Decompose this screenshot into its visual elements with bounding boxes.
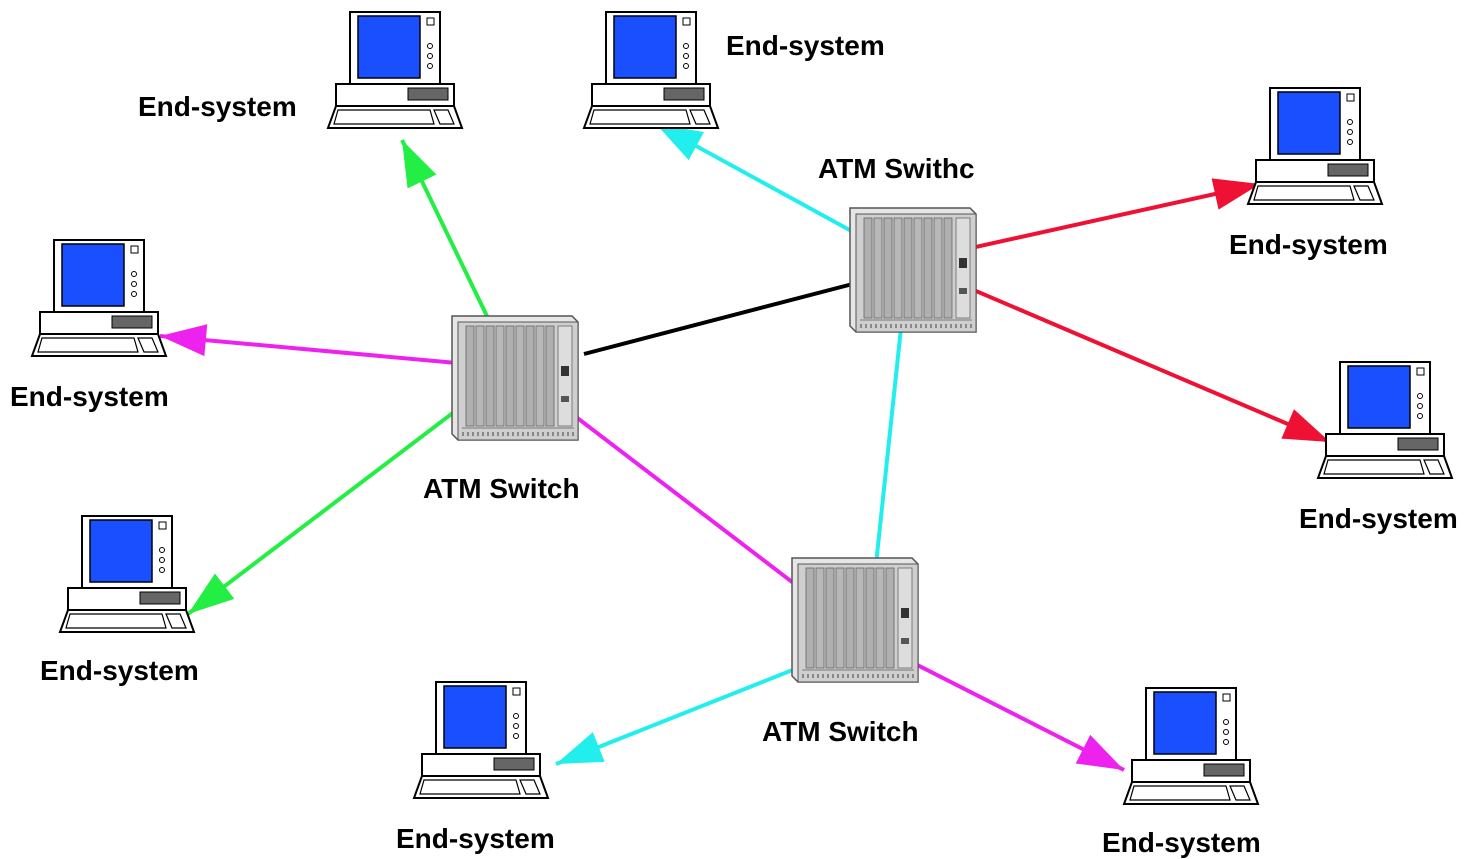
atm-switch-top [848, 206, 978, 334]
green-link-to-left-bottom-arrowhead [188, 573, 235, 614]
label-atm-switch-left: ATM Switch [423, 473, 580, 504]
end-system-left-mid-icon [31, 239, 167, 357]
links-layer [159, 122, 1331, 772]
magenta-link-to-bottom-right-arrowhead [1075, 734, 1124, 770]
end-system-right-top-icon [1247, 87, 1383, 205]
labels-layer: End-system End-system End-system End-sys… [10, 30, 1458, 858]
red-link-to-right-mid [907, 260, 1331, 444]
red-link-to-right-mid-arrowhead [1281, 409, 1330, 442]
label-end-system-top-left: End-system [138, 91, 297, 122]
label-end-system-bottom-mid: End-system [396, 823, 555, 854]
label-end-system-top-mid: End-system [726, 30, 885, 61]
end-system-top-left-icon [327, 11, 463, 129]
end-system-right-mid-icon [1317, 361, 1453, 479]
atm-switch-bottom [790, 556, 920, 684]
end-system-bottom-right-icon [1123, 687, 1259, 805]
computers-layer [31, 11, 1453, 805]
switches-layer [450, 206, 978, 684]
label-end-system-right-mid: End-system [1299, 503, 1458, 534]
atm-switch-left [450, 314, 580, 442]
label-end-system-left-mid: End-system [10, 381, 169, 412]
cyan-link-to-bottom-mid [555, 261, 910, 766]
label-atm-switch-bottom: ATM Switch [762, 716, 919, 747]
label-atm-switch-top: ATM Swithc [818, 153, 975, 184]
green-link-to-top-left-arrowhead [402, 140, 437, 189]
magenta-link-to-left-mid-arrowhead [160, 324, 208, 357]
end-system-bottom-mid-icon [413, 681, 549, 799]
label-end-system-left-bottom: End-system [40, 655, 199, 686]
end-system-top-mid-icon [583, 11, 719, 129]
label-end-system-right-top: End-system [1229, 229, 1388, 260]
trunk-link-left-top [583, 278, 869, 356]
label-end-system-bottom-right: End-system [1102, 827, 1261, 858]
red-link-to-right-top-arrowhead [1211, 178, 1260, 210]
end-system-left-bottom-icon [59, 515, 195, 633]
cyan-link-to-top-mid-arrowhead [656, 124, 705, 161]
cyan-link-to-bottom-mid-arrowhead [556, 732, 605, 764]
